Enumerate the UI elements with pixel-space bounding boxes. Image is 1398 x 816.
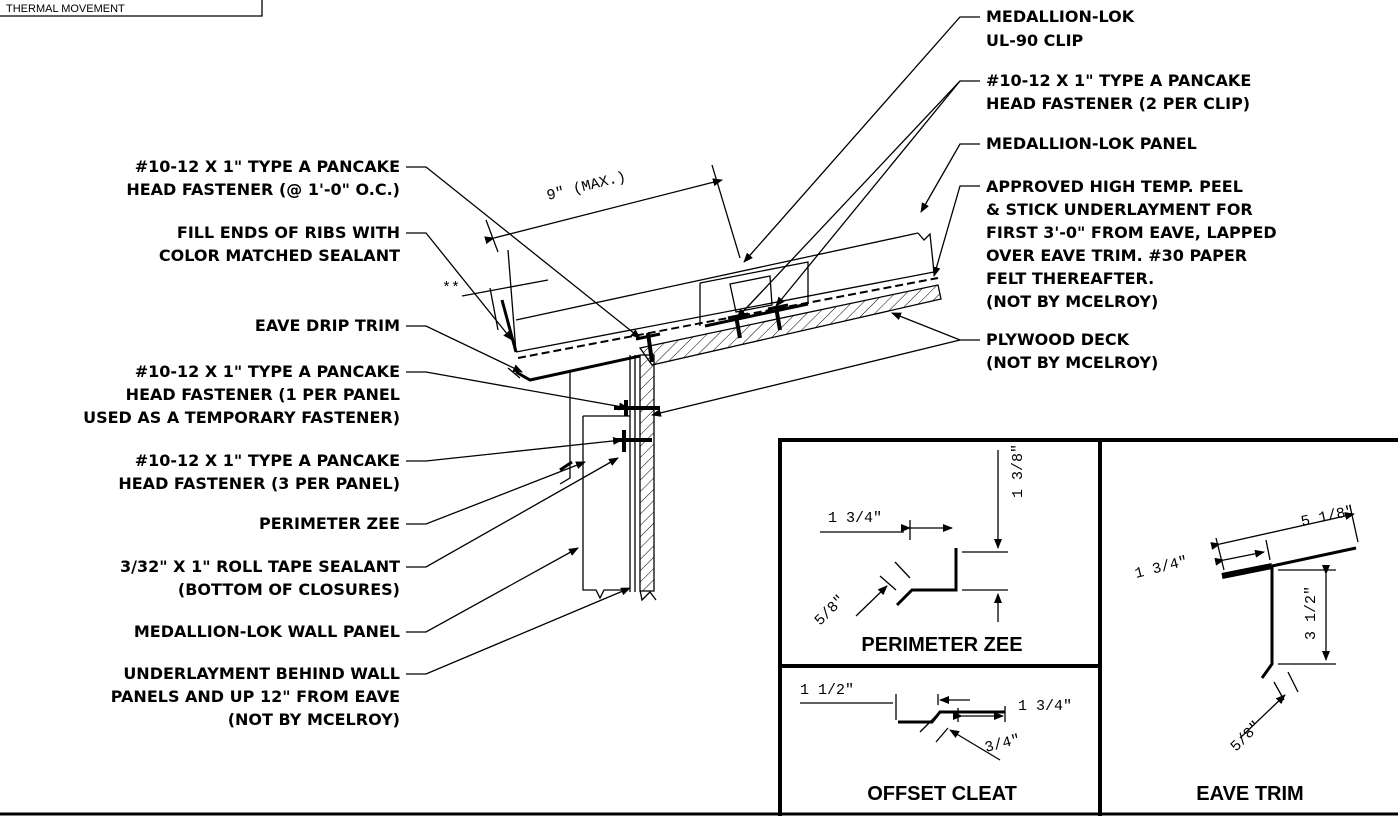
- medallion-lok-roof-panel: [500, 232, 939, 359]
- eave-trim-dim-5-1-8: 5 1/8": [1300, 503, 1356, 531]
- zee-dim-5-8: 5/8": [812, 592, 849, 629]
- eave-trim-title: EAVE TRIM: [1196, 783, 1303, 805]
- callout-peel-stick-l3: FIRST 3'-0" FROM EAVE, LAPPED: [986, 223, 1277, 242]
- callout-peel-stick-l5: FELT THEREAFTER.: [986, 269, 1154, 288]
- callout-ul90-clip-l2: UL-90 CLIP: [986, 31, 1084, 50]
- callout-fill-ribs-l2: COLOR MATCHED SEALANT: [159, 246, 400, 265]
- callout-underlayment-wall-l2: PANELS AND UP 12" FROM EAVE: [111, 687, 400, 706]
- eave-trim-dim-3-1-2: 3 1/2": [1303, 586, 1320, 640]
- eave-trim-dim-5-8: 5/8": [1228, 718, 1265, 755]
- details-frame: [0, 438, 1398, 816]
- eave-trim-dim-1-3-4: 1 3/4": [1133, 553, 1190, 583]
- dim-9-max-label: 9" (MAX.): [545, 169, 628, 205]
- left-leaders: [406, 166, 641, 675]
- cleat-dim-3-4: 3/4": [983, 732, 1022, 757]
- callout-medallion-lok-panel: MEDALLION-LOK PANEL: [986, 134, 1197, 153]
- plywood-deck: [638, 284, 942, 366]
- callout-perimeter-zee: PERIMETER ZEE: [259, 514, 400, 533]
- callout-roll-tape-l1: 3/32" X 1" ROLL TAPE SEALANT: [120, 557, 400, 576]
- dimension-9-max: 9" (MAX.): [484, 164, 741, 259]
- callout-wall-panel: MEDALLION-LOK WALL PANEL: [134, 622, 400, 641]
- wall-panel: [559, 370, 657, 602]
- callout-temp-fastener-l2: HEAD FASTENER (1 PER PANEL: [126, 385, 400, 404]
- callout-peel-stick-l4: OVER EAVE TRIM. #30 PAPER: [986, 246, 1247, 265]
- zee-dim-1-3-8: 1 3/8": [1010, 444, 1027, 498]
- wall-sheathing: [639, 354, 655, 592]
- callout-plywood-deck-l2: (NOT BY MCELROY): [986, 353, 1158, 372]
- callout-pancake-fastener-oc-l2: HEAD FASTENER (@ 1'-0" O.C.): [126, 180, 400, 199]
- perimeter-zee-title: PERIMETER ZEE: [861, 634, 1022, 656]
- eave-drip-trim: [507, 354, 641, 382]
- callout-underlayment-wall-l1: UNDERLAYMENT BEHIND WALL: [123, 664, 400, 683]
- cleat-dim-1-1-2: 1 1/2": [800, 682, 854, 699]
- perimeter-zee-detail: 1 3/4" 1 3/8" 5/8" PERIMETER ZEE: [812, 444, 1027, 656]
- callout-peel-stick-l6: (NOT BY MCELROY): [986, 292, 1158, 311]
- callout-peel-stick-l2: & STICK UNDERLAYMENT FOR: [986, 200, 1253, 219]
- zee-dim-1-3-4: 1 3/4": [828, 510, 882, 527]
- callout-fastener-2-per-clip-l2: HEAD FASTENER (2 PER CLIP): [986, 94, 1250, 113]
- callout-fastener-2-per-clip-l1: #10-12 X 1" TYPE A PANCAKE: [986, 71, 1251, 90]
- offset-cleat-title: OFFSET CLEAT: [867, 783, 1017, 805]
- offset-cleat-detail: 1 1/2" 1 3/4" 3/4" OFFSET CLEAT: [800, 682, 1072, 805]
- callout-temp-fastener-l1: #10-12 X 1" TYPE A PANCAKE: [135, 362, 400, 381]
- wall-fasteners: [614, 400, 660, 452]
- callout-roll-tape-l2: (BOTTOM OF CLOSURES): [178, 580, 400, 599]
- callout-fastener-3-per-panel-l1: #10-12 X 1" TYPE A PANCAKE: [135, 451, 400, 470]
- ul90-clip: [699, 261, 809, 328]
- right-leaders: [651, 16, 980, 417]
- left-callouts: #10-12 X 1" TYPE A PANCAKE HEAD FASTENER…: [83, 157, 400, 729]
- cleat-dim-1-3-4: 1 3/4": [1018, 698, 1072, 715]
- right-callouts: MEDALLION-LOK UL-90 CLIP #10-12 X 1" TYP…: [986, 7, 1277, 372]
- dimension-stars: **: [442, 279, 549, 331]
- callout-fill-ribs-l1: FILL ENDS OF RIBS WITH: [177, 223, 400, 242]
- callout-plywood-deck-l1: PLYWOOD DECK: [986, 330, 1130, 349]
- title-block-fragment: THERMAL MOVEMENT: [0, 0, 263, 17]
- dim-stars-label: **: [442, 280, 460, 297]
- deck-fasteners: [635, 303, 789, 363]
- callout-fastener-3-per-panel-l2: HEAD FASTENER (3 PER PANEL): [118, 474, 400, 493]
- thermal-movement-note: THERMAL MOVEMENT: [6, 3, 125, 15]
- main-assembly: 9" (MAX.) **: [442, 164, 942, 602]
- callout-ul90-clip-l1: MEDALLION-LOK: [986, 7, 1135, 26]
- callout-pancake-fastener-oc-l1: #10-12 X 1" TYPE A PANCAKE: [135, 157, 400, 176]
- callout-underlayment-wall-l3: (NOT BY MCELROY): [228, 710, 400, 729]
- callout-eave-drip-trim: EAVE DRIP TRIM: [255, 316, 400, 335]
- callout-temp-fastener-l3: USED AS A TEMPORARY FASTENER): [83, 408, 400, 427]
- callout-peel-stick-l1: APPROVED HIGH TEMP. PEEL: [986, 177, 1243, 196]
- eave-trim-detail: 5 1/8" 1 3/4" 3 1/2" 5/8" EAVE TRIM: [1133, 503, 1359, 805]
